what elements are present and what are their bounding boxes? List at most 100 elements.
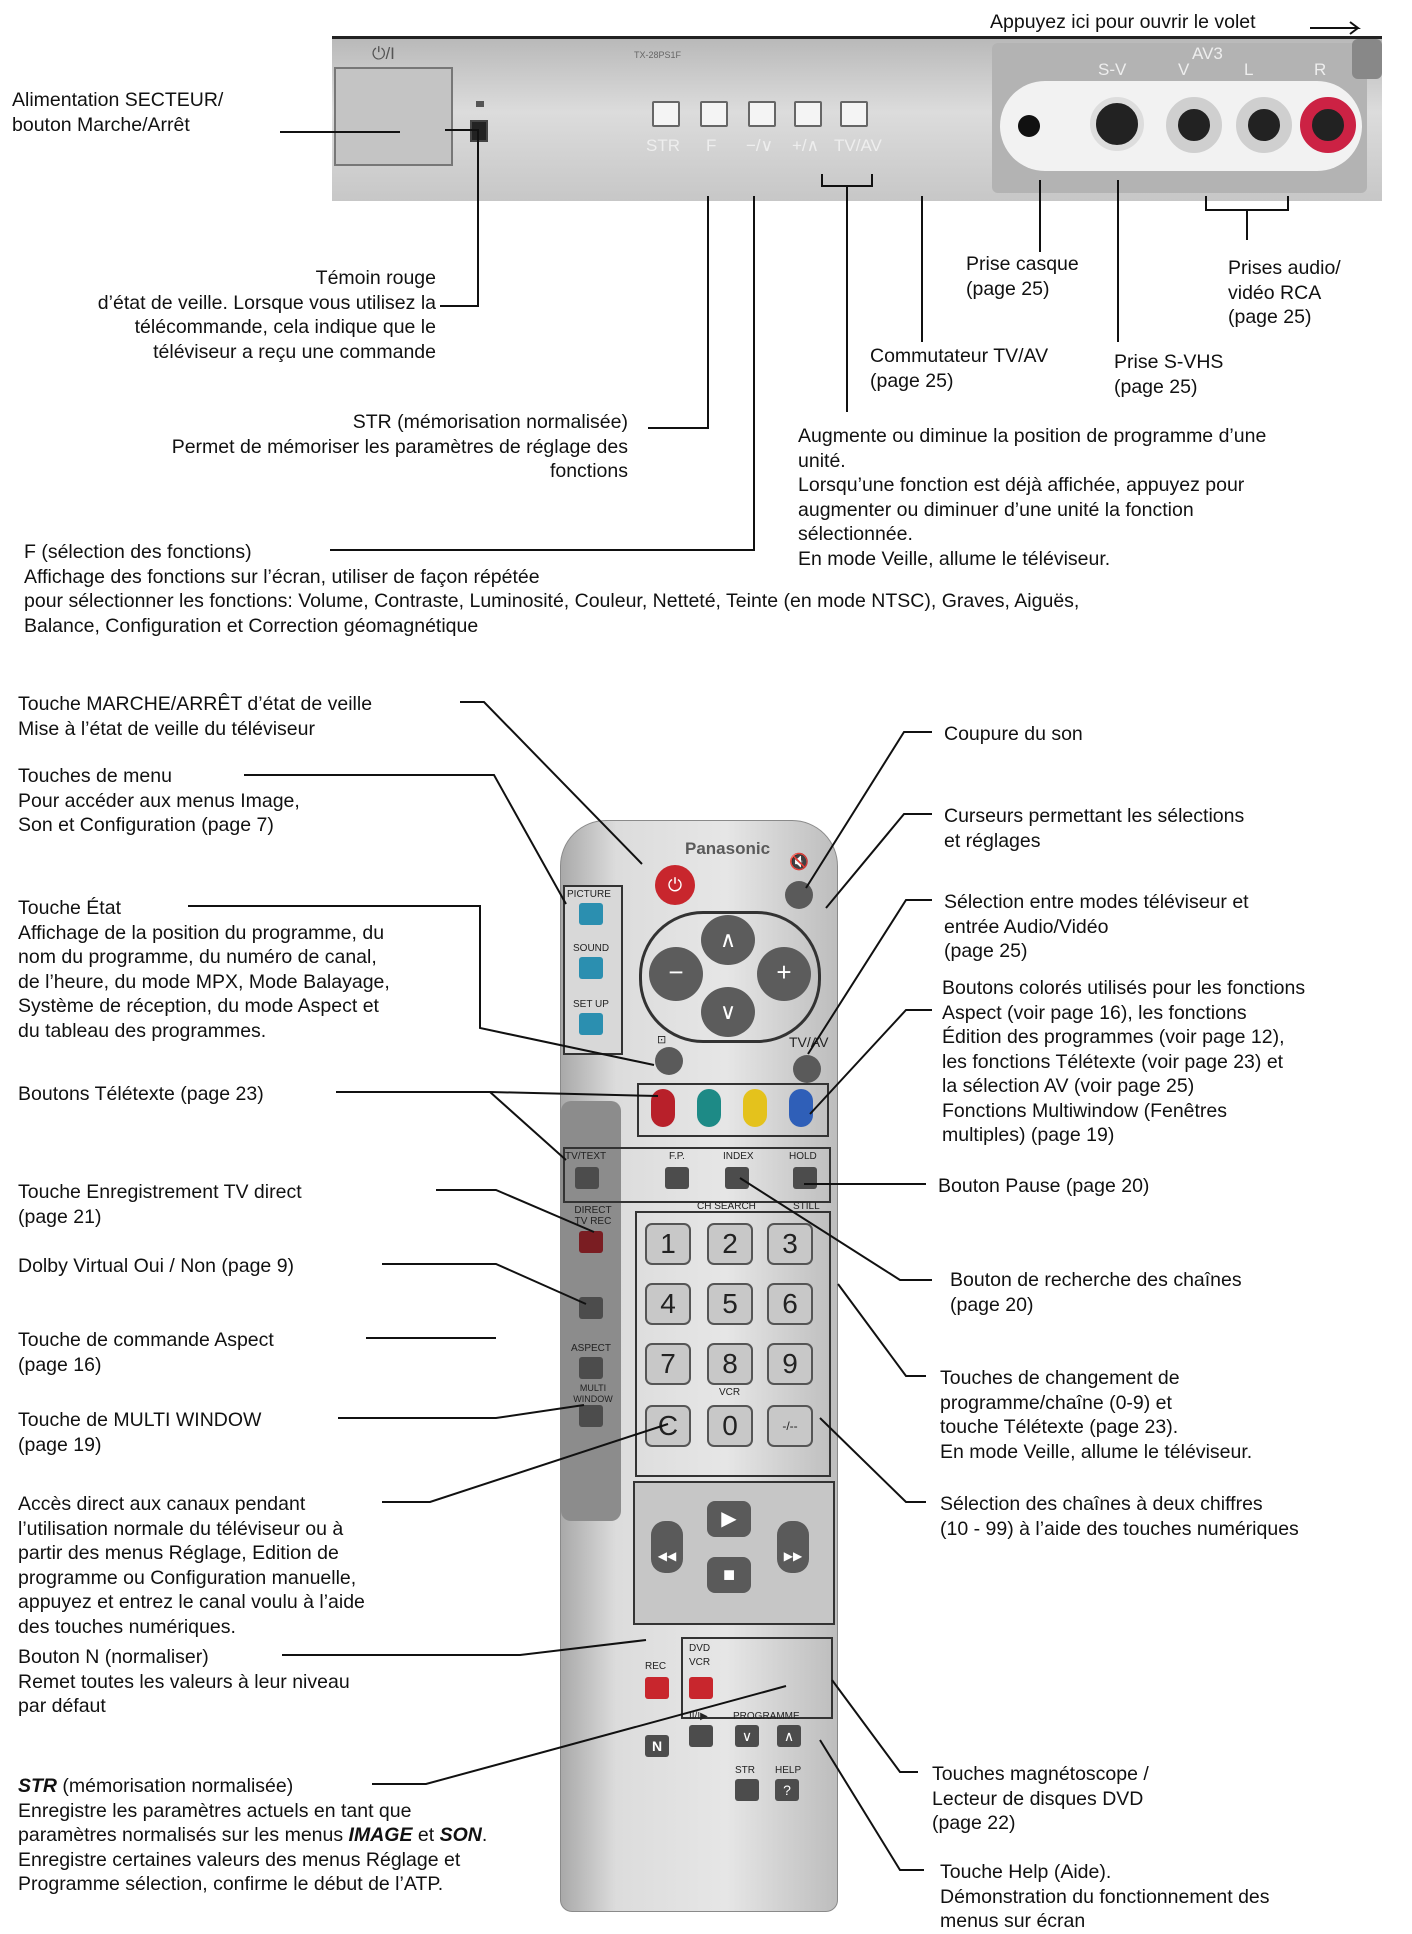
tvav-button[interactable] xyxy=(793,1055,821,1083)
jack-label-sv: S-V xyxy=(1098,60,1127,79)
f-panel-button[interactable] xyxy=(700,101,728,127)
green-button[interactable] xyxy=(697,1089,721,1127)
line-standby xyxy=(440,129,479,307)
digit-6-key[interactable]: 6 xyxy=(767,1283,813,1325)
label-two-digit: Sélection des chaînes à deux chiffres(10… xyxy=(940,1493,1299,1540)
digit-2-key[interactable]: 2 xyxy=(707,1223,753,1265)
av3-label: AV3 xyxy=(1192,44,1223,63)
line-teletext-red xyxy=(336,1091,659,1097)
main-power-button[interactable] xyxy=(334,67,453,166)
line-colored xyxy=(809,1009,932,1115)
label-colored: Boutons colorés utilisés pour les foncti… xyxy=(942,977,1306,1146)
label-n-button: Bouton N (normaliser)Remet toutes les va… xyxy=(18,1646,350,1717)
panel-label-down: −/∨ xyxy=(746,136,774,155)
aspect-button[interactable] xyxy=(579,1357,603,1379)
vcr-pause-button[interactable] xyxy=(689,1725,713,1747)
digit-0-key[interactable]: 0 xyxy=(707,1405,753,1447)
label-rca: Prises audio/vidéo RCA (page 25) xyxy=(1228,257,1341,328)
label-open-flap: Appuyez ici pour ouvrir le volet xyxy=(990,11,1256,33)
rec-button[interactable] xyxy=(645,1677,669,1699)
digit-8-key[interactable]: 8 xyxy=(707,1343,753,1385)
digit-5-key[interactable]: 5 xyxy=(707,1283,753,1325)
digit-4-key[interactable]: 4 xyxy=(645,1283,691,1325)
line-mute xyxy=(805,731,932,889)
label-pause: Bouton Pause (page 20) xyxy=(938,1175,1150,1197)
help-label: HELP xyxy=(775,1765,802,1776)
label-direct-rec: Touche Enregistrement TV direct(page 21) xyxy=(18,1181,302,1228)
tvav-panel-button[interactable] xyxy=(840,101,868,127)
cursor-down-button[interactable]: ∨ xyxy=(701,987,755,1037)
cursor-up-button[interactable]: ∧ xyxy=(701,915,755,965)
fp-button[interactable] xyxy=(665,1167,689,1189)
line-cursors xyxy=(825,813,932,909)
cursor-left-button[interactable]: − xyxy=(649,947,703,1001)
digit-1-key[interactable]: 1 xyxy=(645,1223,691,1265)
panel-label-up: +/∧ xyxy=(792,136,820,155)
jack-label-r: R xyxy=(1314,60,1327,79)
two-digit-key[interactable]: -/-- xyxy=(767,1405,813,1447)
index-ch-search-button[interactable] xyxy=(725,1167,749,1189)
digit-3-key[interactable]: 3 xyxy=(767,1223,813,1265)
cursor-right-button[interactable]: + xyxy=(757,947,811,1001)
fast-forward-button[interactable]: ▶▶ xyxy=(777,1521,809,1573)
vcr-power-button[interactable] xyxy=(689,1677,713,1699)
n-button[interactable]: N xyxy=(645,1735,669,1757)
aspect-label: ASPECT xyxy=(571,1343,612,1354)
setup-button[interactable] xyxy=(579,1013,603,1035)
standby-power-button[interactable]: ⏻ xyxy=(655,865,695,905)
digit-9-key[interactable]: 9 xyxy=(767,1343,813,1385)
line-dolby xyxy=(382,1263,587,1305)
picture-button[interactable] xyxy=(579,903,603,925)
down-panel-button[interactable] xyxy=(748,101,776,127)
picture-label: PICTURE xyxy=(567,889,611,900)
line-f-select xyxy=(330,196,755,551)
label-dolby: Dolby Virtual Oui / Non (page 9) xyxy=(18,1255,295,1277)
blue-button[interactable] xyxy=(789,1089,813,1127)
label-power: Alimentation SECTEUR/bouton Marche/Arrêt xyxy=(12,89,224,136)
c-key[interactable]: C xyxy=(645,1405,691,1447)
open-flap-arrow xyxy=(1310,21,1361,35)
line-direct-access xyxy=(382,1423,669,1503)
up-panel-button[interactable] xyxy=(794,101,822,127)
line-str-remote xyxy=(372,1685,787,1785)
dvd-label: DVD xyxy=(689,1643,711,1654)
line-rca xyxy=(1205,196,1289,240)
headphone-jack[interactable] xyxy=(1018,115,1040,137)
status-button[interactable] xyxy=(655,1047,683,1075)
label-str-remote: STR (mémorisation normalisée) Enregistre… xyxy=(18,1775,488,1895)
stop-button[interactable]: ■ xyxy=(707,1557,751,1593)
sound-button[interactable] xyxy=(579,957,603,979)
programme-down-button[interactable]: ∨ xyxy=(735,1725,759,1747)
label-teletext: Boutons Télétexte (page 23) xyxy=(18,1083,264,1105)
line-vcr-dvd xyxy=(831,1679,918,1773)
svhs-jack[interactable] xyxy=(1090,97,1144,151)
standby-led xyxy=(476,101,484,107)
mute-icon: 🔇 xyxy=(789,854,809,871)
programme-up-button[interactable]: ∧ xyxy=(777,1725,801,1747)
line-menu xyxy=(244,774,567,905)
str-panel-button[interactable] xyxy=(652,101,680,127)
line-two-digit xyxy=(819,1417,926,1503)
rewind-button[interactable]: ◀◀ xyxy=(651,1521,683,1573)
help-button[interactable]: ? xyxy=(775,1779,799,1801)
label-vcr-dvd: Touches magnétoscope /Lecteur de disques… xyxy=(932,1763,1149,1834)
tvtext-button[interactable] xyxy=(575,1167,599,1189)
multi-window-button[interactable] xyxy=(579,1405,603,1427)
digit-7-key[interactable]: 7 xyxy=(645,1343,691,1385)
hold-label: HOLD xyxy=(789,1151,817,1162)
str-button[interactable] xyxy=(735,1779,759,1801)
sound-label: SOUND xyxy=(573,943,610,954)
flap-release[interactable] xyxy=(1352,39,1382,79)
status-icon: ⊡ xyxy=(657,1034,667,1046)
line-str-panel xyxy=(648,196,709,429)
line-tvav-select xyxy=(807,899,932,1055)
direct-tv-rec-button[interactable] xyxy=(579,1231,603,1253)
yellow-button[interactable] xyxy=(743,1089,767,1127)
remote-control: Panasonic ⏻ 🔇 PICTURE SOUND SET UP − + ∧… xyxy=(560,820,838,1912)
line-teletext-tvtext xyxy=(489,1091,567,1161)
play-button[interactable]: ▶ xyxy=(707,1501,751,1537)
